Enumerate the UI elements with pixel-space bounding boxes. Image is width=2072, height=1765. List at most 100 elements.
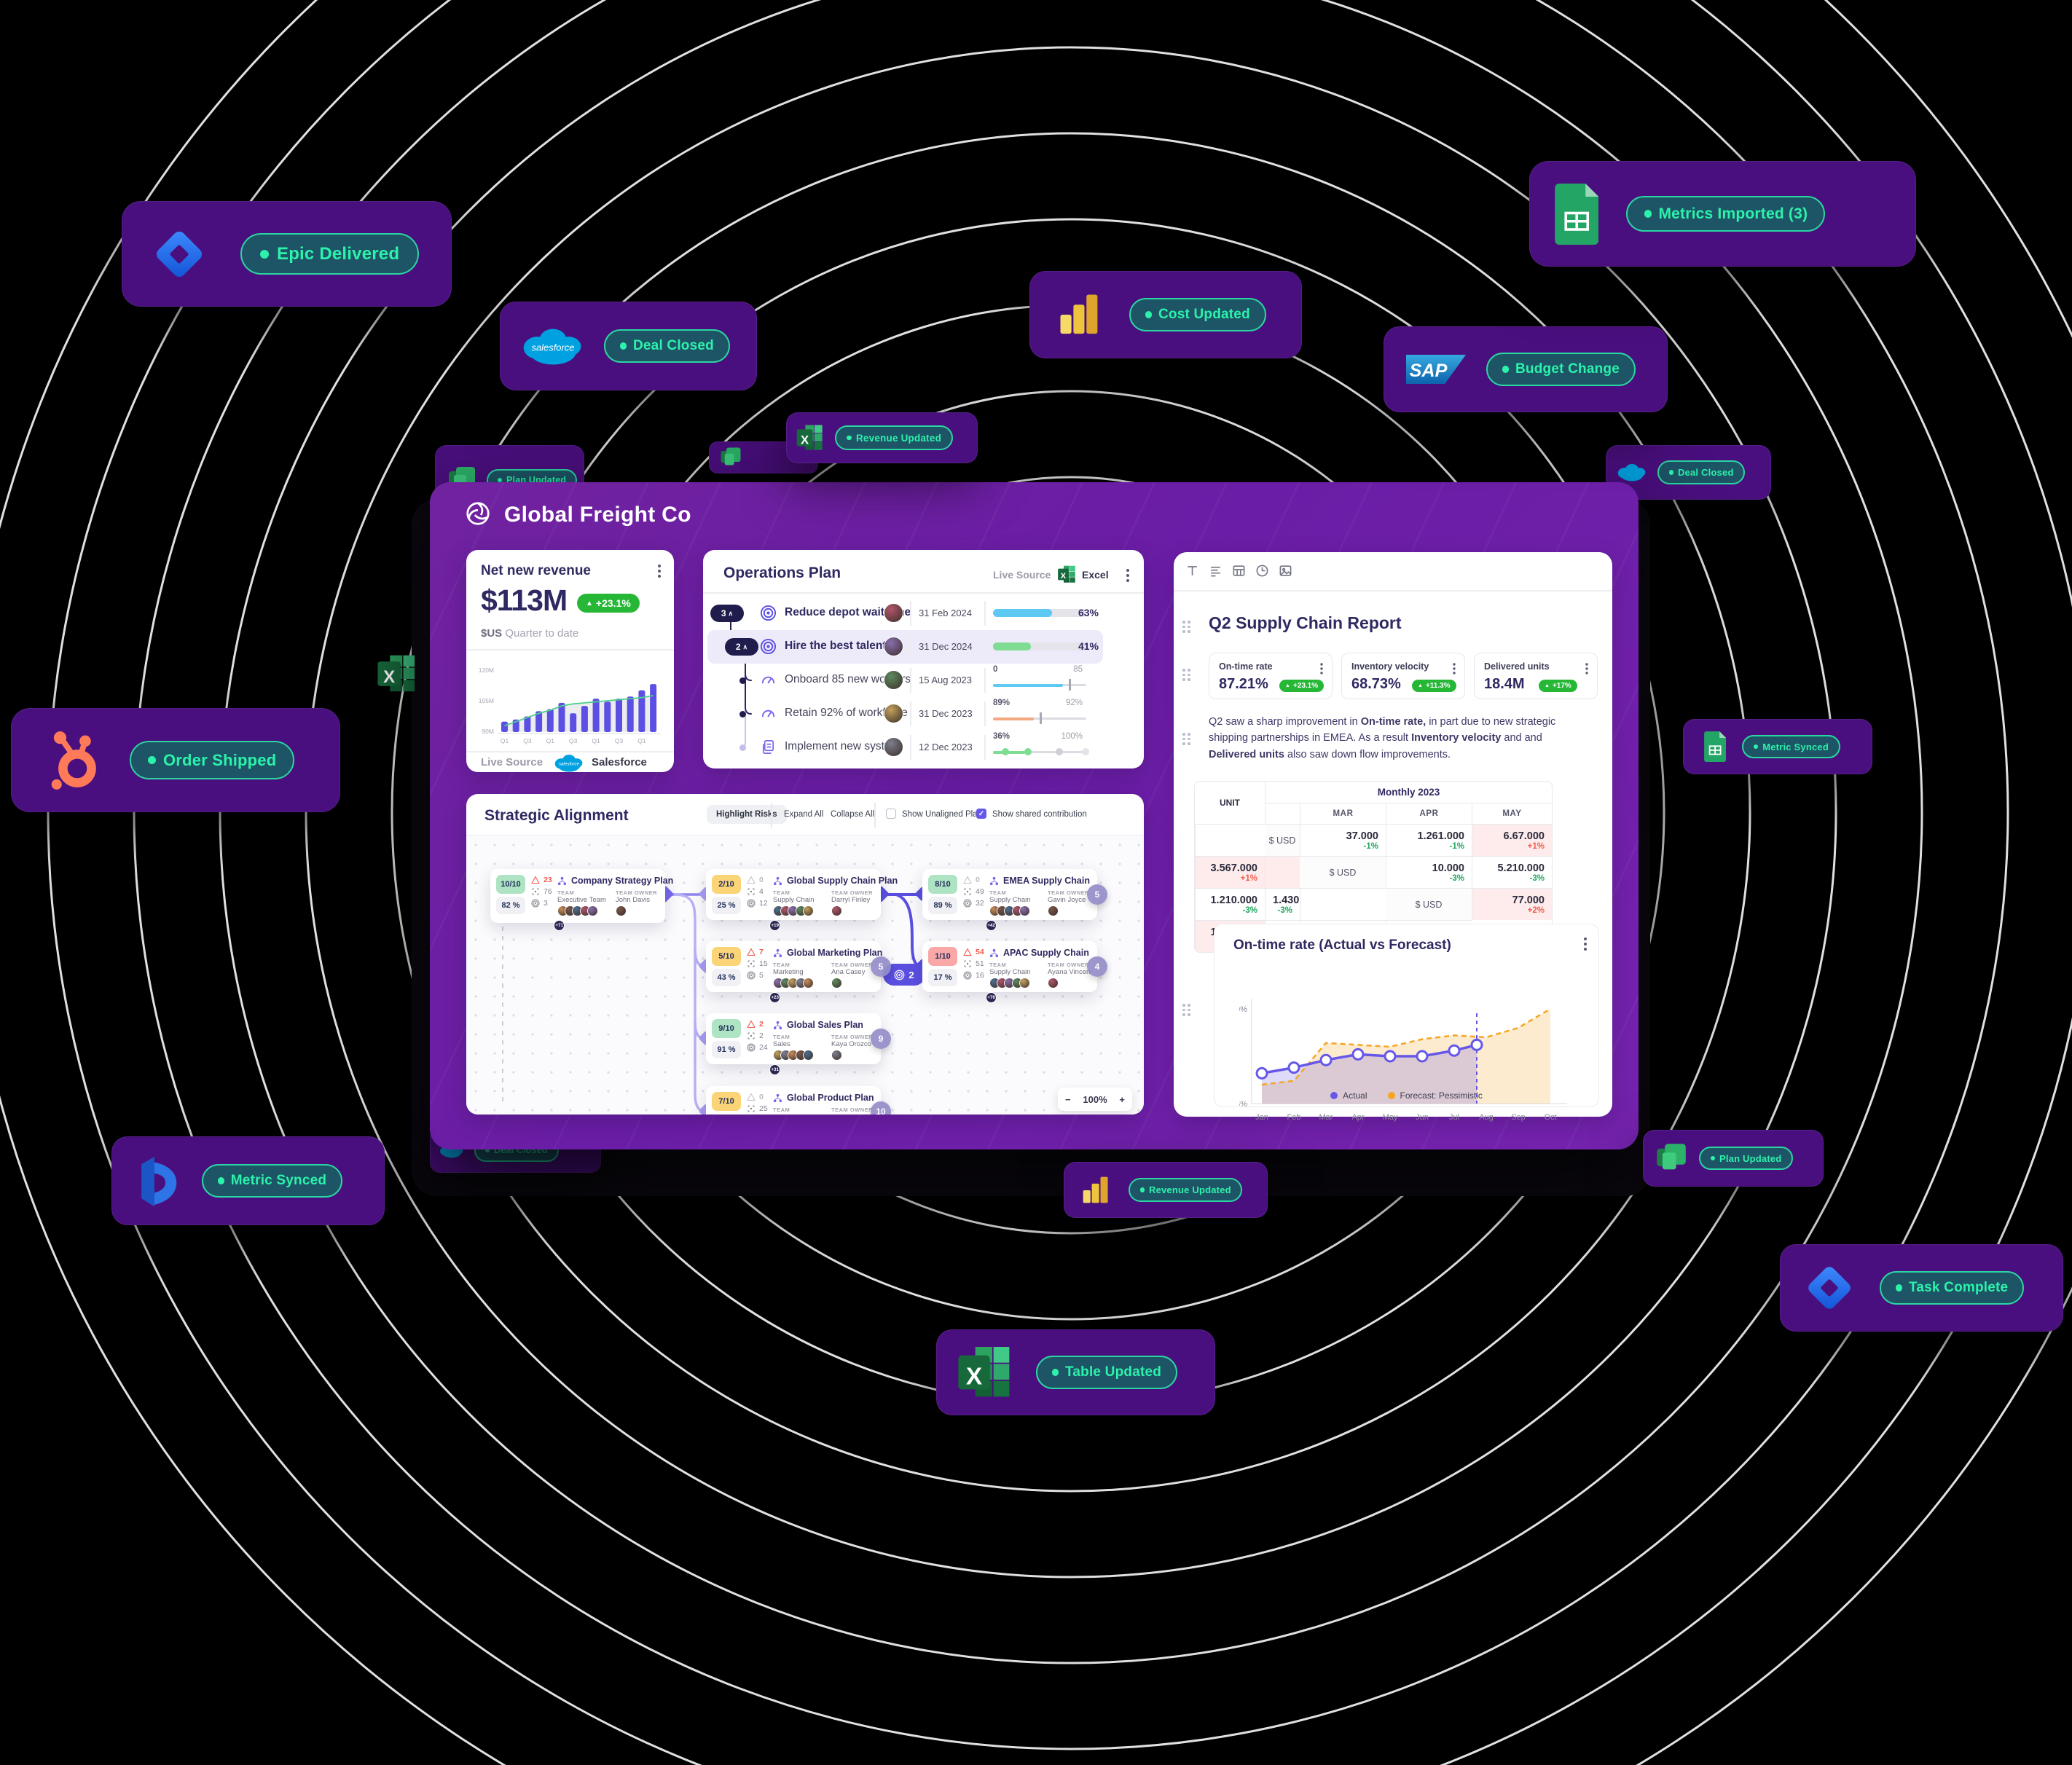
task-count-pill[interactable]: 3 ∧: [710, 605, 744, 622]
kebab-menu-icon[interactable]: [1584, 937, 1587, 940]
team-name: Supply Chain: [989, 968, 1031, 976]
zoom-in-button[interactable]: +: [1119, 1093, 1125, 1105]
slider-dot[interactable]: [1024, 748, 1032, 755]
avatar-stack: [1048, 978, 1059, 992]
badge-pill-budget-change[interactable]: Budget Change: [1486, 353, 1636, 386]
salesforce-icon: [1615, 460, 1649, 484]
range-max-label: 92%: [1065, 699, 1083, 707]
divider: [1174, 590, 1612, 591]
badge-pill-task-complete[interactable]: Task Complete: [1880, 1271, 2025, 1305]
svg-text:Sep: Sep: [1511, 1113, 1526, 1122]
task-name: Hire the best talent: [785, 640, 887, 652]
badge-pill-epic-delivered[interactable]: Epic Delivered: [240, 233, 420, 275]
drag-handle-icon[interactable]: [1182, 1004, 1190, 1016]
powerbi-icon: [1080, 1174, 1112, 1206]
image-icon[interactable]: [1279, 564, 1292, 578]
badge-pill-order-shipped[interactable]: Order Shipped: [130, 741, 295, 779]
badge-pill-metric-synced-left[interactable]: Metric Synced: [201, 1164, 343, 1198]
badge-pill-deal-closed-top[interactable]: Deal Closed: [604, 329, 730, 363]
kebab-menu-icon[interactable]: [1585, 663, 1588, 666]
badge-pill-cost-updated[interactable]: Cost Updated: [1129, 298, 1266, 331]
revenue-value: $113M: [481, 583, 568, 617]
objective-count: 32: [963, 899, 984, 908]
expand-all-button[interactable]: Expand All: [784, 810, 824, 819]
live-source-label: Live Source: [481, 756, 543, 768]
task-name: Onboard 85 new workers: [785, 673, 911, 685]
slider-dot[interactable]: [1082, 748, 1089, 755]
kebab-menu-icon[interactable]: [1126, 569, 1129, 572]
objective-count: 16: [963, 971, 984, 980]
highlight-risks-button[interactable]: Highlight Risks: [707, 805, 787, 824]
slider-dot[interactable]: [1056, 748, 1063, 755]
drag-handle-icon[interactable]: [1182, 733, 1190, 745]
score-badge: 9/10: [712, 1019, 741, 1038]
badge-pill-deal-closed-right[interactable]: Deal Closed: [1657, 460, 1746, 484]
zoom-out-button[interactable]: −: [1065, 1093, 1071, 1105]
owner-label: TEAM OWNER: [831, 1034, 874, 1040]
kebab-menu-icon[interactable]: [1453, 663, 1456, 666]
risk-count: 0: [747, 1093, 768, 1101]
revenue-subtitle: $US Quarter to date: [481, 627, 579, 640]
value-cell: [1265, 856, 1300, 888]
clock-icon[interactable]: [1255, 564, 1269, 578]
badge-pill-plan-updated-right[interactable]: Plan Updated: [1699, 1146, 1794, 1171]
kebab-menu-icon[interactable]: [658, 565, 661, 567]
metric-value: 68.73%: [1351, 676, 1401, 692]
badge-label: Deal Closed: [632, 338, 714, 353]
metric-delta-badge: ▲+17%: [1539, 680, 1577, 692]
value-cell: 10.000-3%: [1386, 856, 1472, 888]
badge-pill-metric-synced-right[interactable]: Metric Synced: [1742, 734, 1840, 759]
drag-handle-icon[interactable]: [1182, 669, 1190, 681]
team-name: Sales: [773, 1040, 790, 1048]
task-count-pill[interactable]: 2 ∧: [725, 638, 758, 656]
target-count: 49: [963, 887, 984, 896]
show-shared-checkbox[interactable]: ✓: [976, 809, 986, 819]
status-dot-icon: [1668, 470, 1674, 475]
badge-pill-metrics-imported[interactable]: Metrics Imported (3): [1626, 195, 1826, 232]
badge-label: Order Shipped: [162, 750, 277, 769]
notification-badge-task-complete: Task Complete: [1780, 1244, 2063, 1332]
status-dot-icon: [1145, 311, 1153, 318]
align-lines-icon[interactable]: [1209, 564, 1223, 578]
hubspot-icon: [35, 726, 103, 795]
score-badge: 1/10: [928, 947, 957, 966]
kebab-menu-icon[interactable]: [1320, 663, 1323, 666]
drag-handle-icon[interactable]: [1182, 621, 1190, 633]
svg-text:X: X: [801, 433, 809, 447]
table-icon[interactable]: [1232, 564, 1246, 578]
legend-actual: Actual: [1330, 1090, 1367, 1101]
risk-count: 54: [963, 948, 984, 956]
show-unaligned-checkbox[interactable]: [886, 809, 896, 819]
badge-pill-revenue-updated-top[interactable]: Revenue Updated: [835, 425, 954, 450]
slider-marker[interactable]: [1040, 712, 1042, 724]
text-icon[interactable]: [1185, 564, 1199, 578]
avatar: [831, 905, 842, 916]
badge-pill-revenue-updated-bottom[interactable]: Revenue Updated: [1129, 1178, 1243, 1202]
divider: [466, 751, 674, 752]
badge-pill-table-updated[interactable]: Table Updated: [1036, 1356, 1178, 1389]
slider-dot[interactable]: [1002, 748, 1009, 755]
slider-marker[interactable]: [1069, 679, 1071, 691]
net-new-revenue-card: Net new revenue$113M▲+23.1%$US Quarter t…: [466, 550, 674, 772]
status-dot-icon: [1502, 366, 1510, 373]
team-name: Supply Chain: [989, 896, 1031, 904]
